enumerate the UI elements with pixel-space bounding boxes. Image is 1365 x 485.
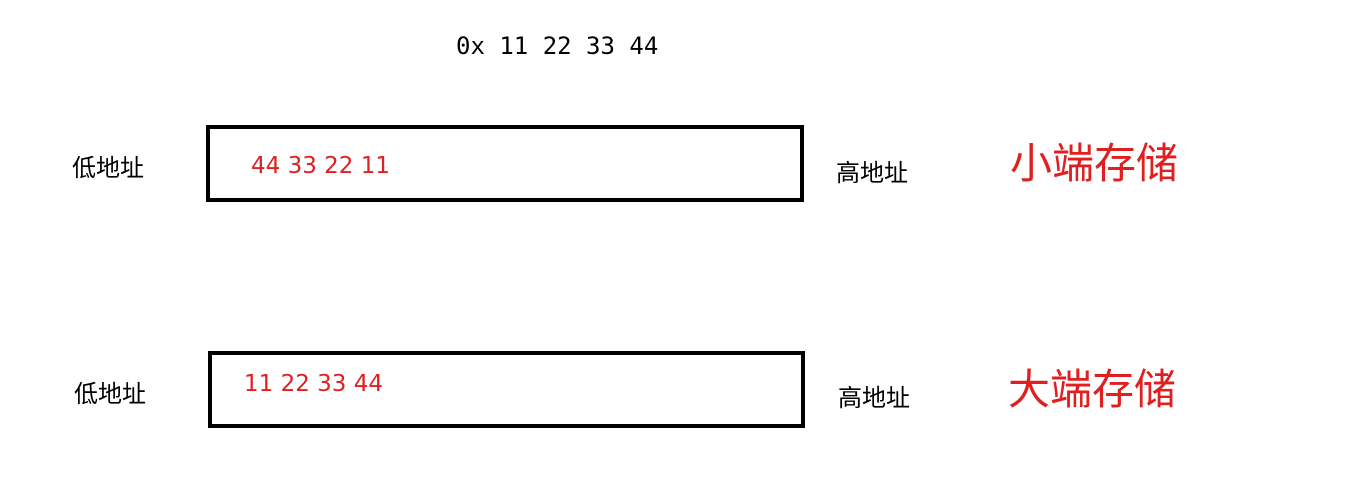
byte-sequence: 44 33 22 11	[251, 153, 390, 179]
little-endian-title: 小端存储	[1010, 139, 1179, 188]
high-address-label: 高地址	[838, 384, 910, 412]
big-endian-title: 大端存储	[1008, 365, 1177, 414]
high-address-label: 高地址	[836, 159, 908, 187]
memory-box	[206, 125, 804, 202]
memory-box	[208, 351, 805, 428]
hex-value-label: 0x 11 22 33 44	[456, 32, 659, 60]
low-address-label: 低地址	[72, 154, 144, 182]
byte-sequence: 11 22 33 44	[244, 371, 383, 397]
low-address-label: 低地址	[74, 380, 146, 408]
